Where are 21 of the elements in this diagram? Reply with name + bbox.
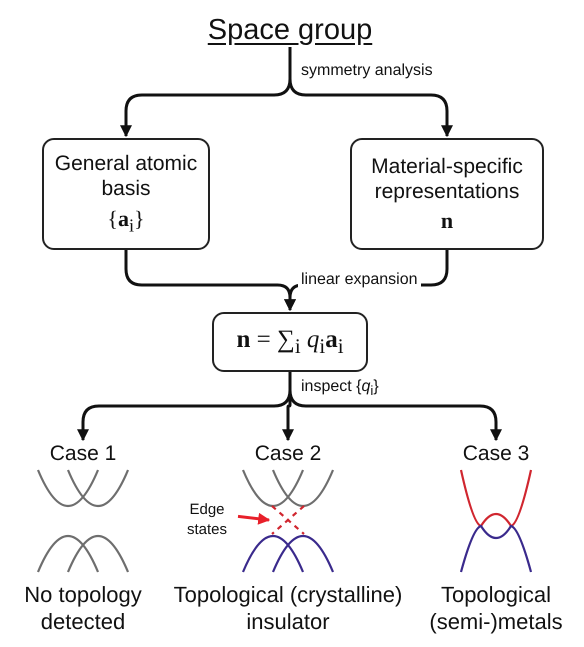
case-heading: Case 1 xyxy=(50,442,116,466)
formula: n = ∑$_{i}$ q$_{i}$a$_{i}$ xyxy=(236,326,344,358)
case-description: No topology detected xyxy=(23,582,143,635)
formula-box xyxy=(212,312,368,372)
process-box xyxy=(42,138,210,250)
case-description: Topological (crystalline) insulator xyxy=(172,582,404,635)
annotation-text: Edge states xyxy=(174,500,240,539)
case-description: Topological (semi-)metals xyxy=(428,582,564,635)
arrow xyxy=(288,372,502,442)
math-symbol: n xyxy=(440,208,454,234)
case-heading: Case 3 xyxy=(462,442,530,466)
arrow xyxy=(238,512,270,525)
heading: Space group xyxy=(192,14,388,47)
edge-label: linear expansion xyxy=(298,271,421,289)
process-box xyxy=(350,138,544,250)
arrow xyxy=(288,47,453,138)
math-symbol: {a$_{i}$} xyxy=(107,206,145,237)
box-label: General atomic basis xyxy=(54,151,198,202)
box-label: Material-specific representations xyxy=(370,154,524,204)
case-heading: Case 2 xyxy=(254,442,322,466)
edge-state-drawing xyxy=(270,504,306,536)
